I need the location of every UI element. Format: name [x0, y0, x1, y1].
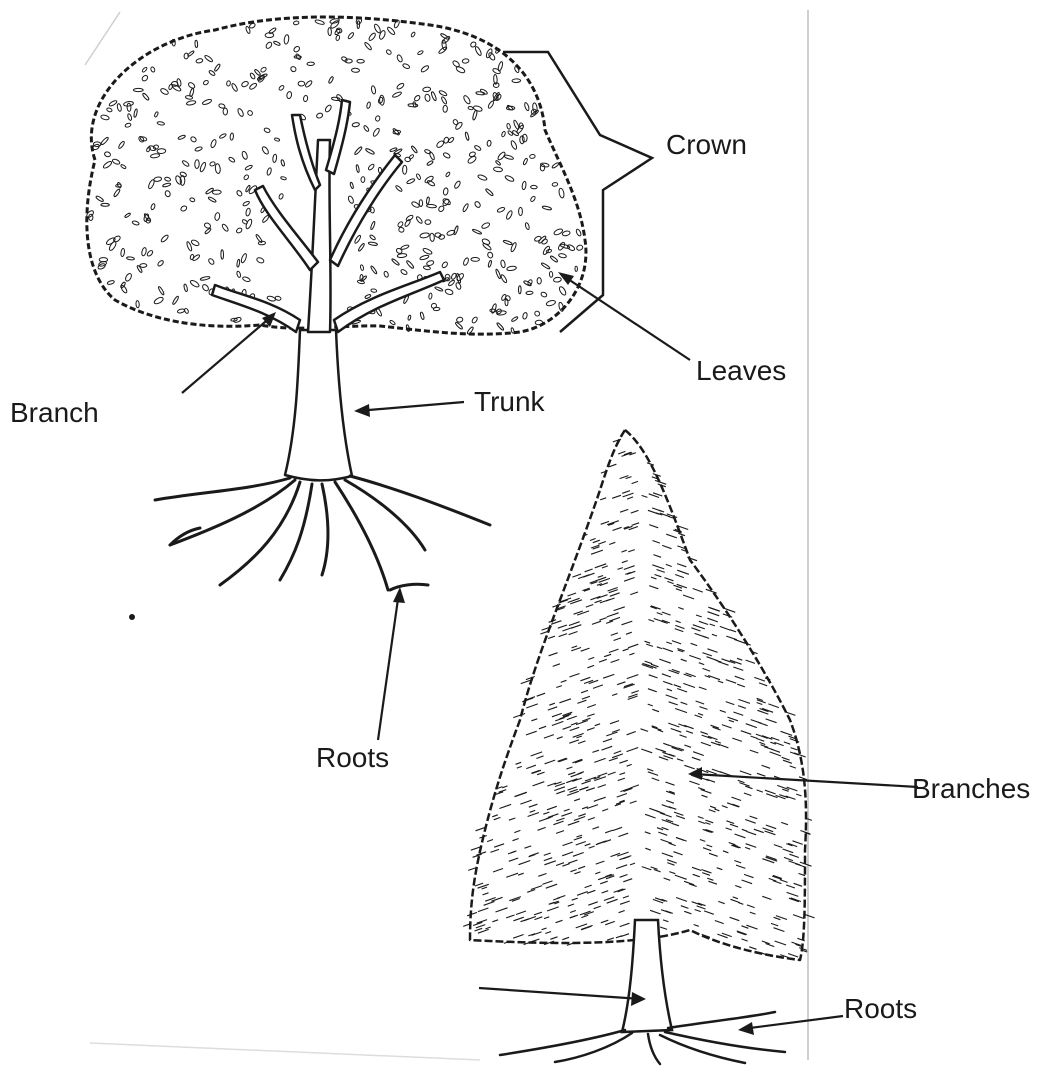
root: [345, 480, 425, 550]
root: [390, 584, 428, 590]
leaves-leader: [562, 275, 690, 360]
trunk-leader: [357, 402, 464, 411]
label-roots-conifer: Roots: [844, 995, 917, 1023]
label-leaves: Leaves: [696, 357, 786, 385]
root: [648, 1034, 660, 1064]
label-roots-deciduous: Roots: [316, 744, 389, 772]
deciduous-crown: [86, 17, 586, 335]
root: [665, 1032, 785, 1052]
crown-outline: [87, 17, 586, 334]
roots-conifer-leader: [742, 1016, 843, 1029]
root: [280, 484, 312, 580]
ink-speck: [129, 614, 135, 620]
label-branches: Branches: [912, 775, 1030, 803]
root: [322, 484, 328, 575]
roots-conifer-arrowhead: [738, 1022, 754, 1035]
root: [500, 1030, 625, 1055]
root: [220, 482, 300, 585]
page-corner-line: [85, 12, 120, 65]
label-branch: Branch: [10, 399, 99, 427]
deciduous-roots: [155, 476, 490, 590]
page-bottom-line: [90, 1043, 480, 1060]
label-trunk: Trunk: [474, 388, 545, 416]
conifer-trunk-leader: [479, 988, 641, 999]
conifer-tree: [463, 430, 814, 1064]
label-crown: Crown: [666, 131, 747, 159]
conifer-foliage: [470, 430, 806, 960]
trunk-arrowhead: [354, 404, 370, 417]
root: [155, 478, 290, 500]
root: [335, 482, 388, 590]
deciduous-trunk: [285, 330, 352, 480]
root: [350, 476, 490, 525]
roots-deciduous-leader: [378, 592, 399, 740]
root: [668, 1012, 775, 1028]
